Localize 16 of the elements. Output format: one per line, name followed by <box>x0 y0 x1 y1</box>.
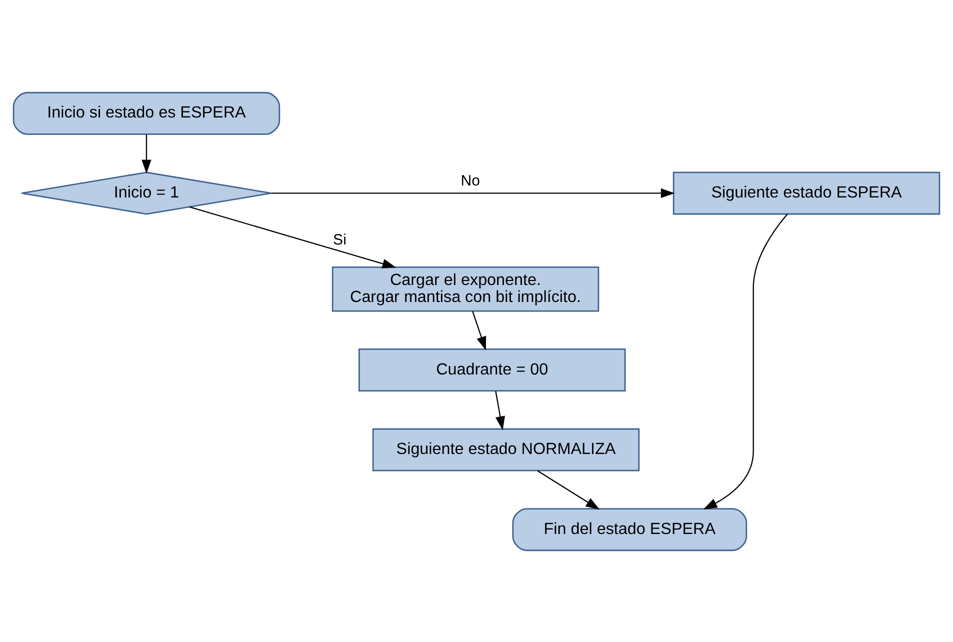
arrow <box>703 213 788 509</box>
arrow <box>495 390 505 430</box>
node-box: Inicio si estado es ESPERA <box>12 91 280 134</box>
arrow <box>537 470 600 510</box>
node-box: Siguiente estado ESPERA <box>672 171 940 214</box>
node-box: Fin del estado ESPERA <box>512 508 748 551</box>
arrow <box>271 188 675 198</box>
edge-label: No <box>460 172 480 190</box>
arrow <box>472 310 486 350</box>
node-box: Cargar el exponente. Cargar mantisa con bit implícito. <box>332 266 600 312</box>
arrow <box>189 206 396 268</box>
edge-label: Si <box>333 231 346 248</box>
arrow <box>142 134 152 174</box>
node-box: Siguiente estado NORMALIZA <box>372 428 640 471</box>
node-diamond: Inicio = 1 <box>20 171 272 214</box>
node-box: Cuadrante = 00 <box>358 348 626 392</box>
